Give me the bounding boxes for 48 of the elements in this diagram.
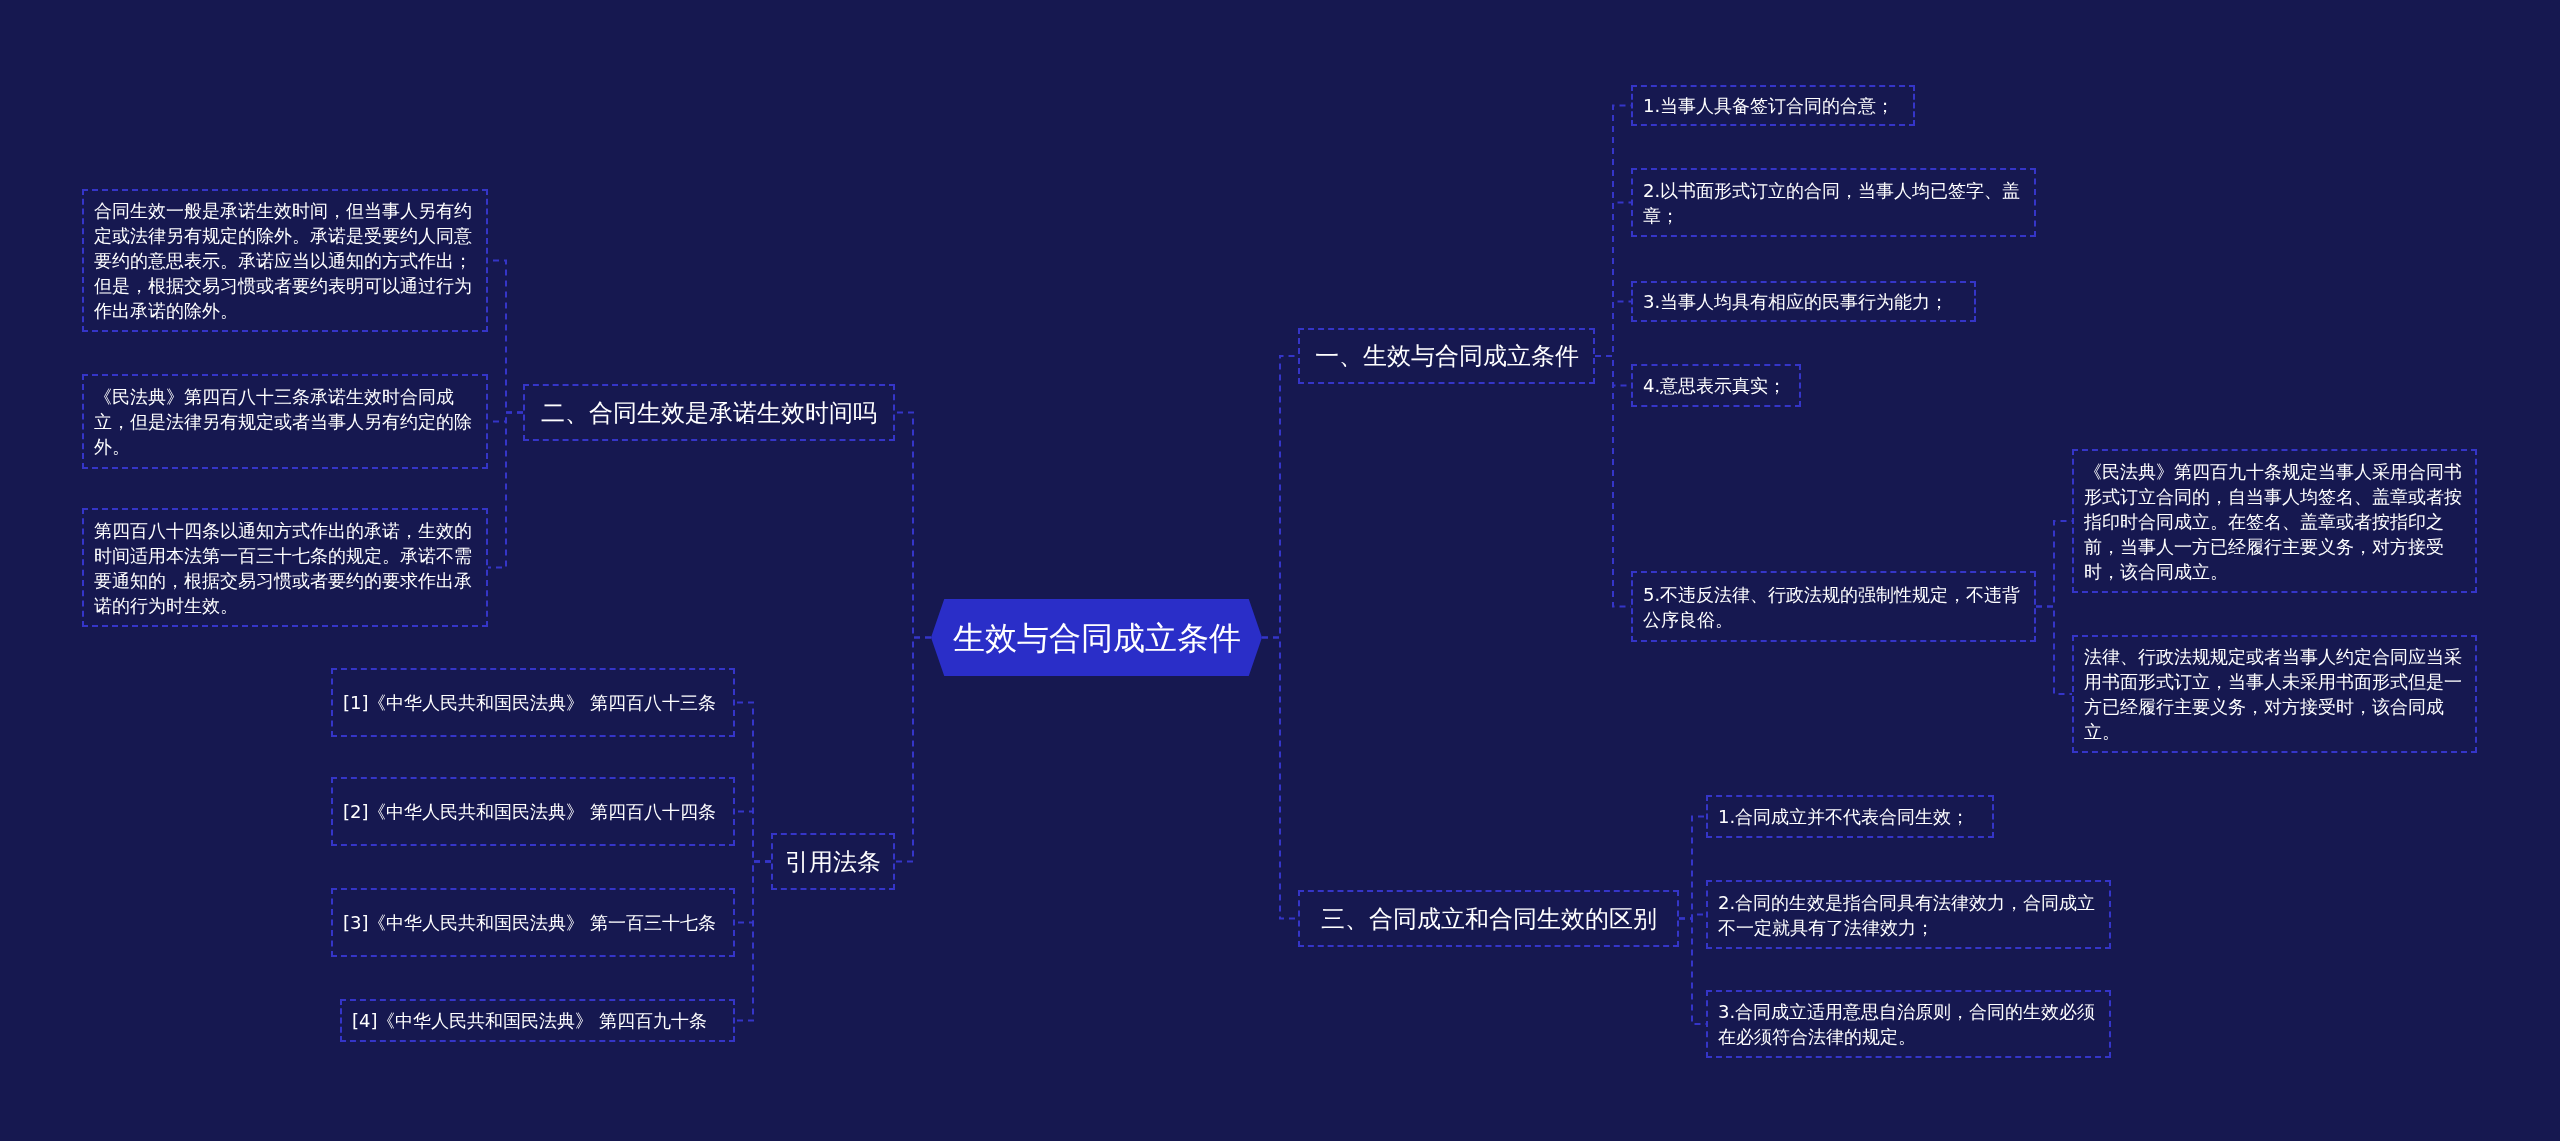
- note-text: [2]《中华人民共和国民法典》 第四百八十四条: [343, 800, 717, 824]
- connector-line: [2035, 605, 2073, 695]
- note-box: [331, 777, 735, 846]
- topic-text: 二、合同生效是承诺生效时间吗: [541, 397, 877, 428]
- note-text: 4.意思表示真实；: [1643, 374, 1787, 398]
- topic-text: 一、生效与合同成立条件: [1314, 341, 1579, 371]
- central-topic-text: 生效与合同成立条件: [952, 617, 1241, 658]
- note-text: 3.合同成立适用意思自治原则，合同的生效必须在必须符合法律的规定。: [1718, 1000, 2097, 1049]
- note-text: 《民法典》第四百八十三条承诺生效时合同成立，但是法律另有规定或者当事人另有约定的除外。: [94, 385, 473, 459]
- note-box: [1631, 168, 2036, 237]
- note-box: [1706, 880, 2111, 949]
- note-text: [3]《中华人民共和国民法典》 第一百三十七条: [343, 911, 717, 935]
- note-text: 合同生效一般是承诺生效时间，但当事人另有约定或法律另有规定的除外。承诺是受要约人同意要约的意思表示。承诺应当以通知的方式作出；但是，根据交易习惯或者要约表明可以通过行为作出承诺的除外。: [94, 199, 473, 323]
- note-box: [331, 668, 735, 737]
- note-box: [1631, 364, 1801, 407]
- note-text: 1.合同成立并不代表合同生效；: [1718, 805, 1970, 829]
- note-box: [1631, 85, 1915, 126]
- note-box: [82, 374, 488, 469]
- note-box: [331, 888, 735, 957]
- note-text: 法律、行政法规规定或者当事人约定合同应当采用书面形式订立，当事人未采用书面形式但是一方已经履行主要义务，对方接受时，该合同成立。: [2084, 645, 2463, 744]
- note-text: 2.以书面形式订立的合同，当事人均已签字、盖章；: [1643, 178, 2022, 228]
- note-box: [1706, 795, 1994, 838]
- note-box: [340, 999, 735, 1042]
- note-box: [82, 189, 488, 332]
- topic-box: [771, 833, 895, 890]
- topic-text: 三、合同成立和合同生效的区别: [1320, 903, 1657, 934]
- note-box: [82, 508, 488, 627]
- note-box: [1631, 281, 1976, 322]
- note-box: [2072, 449, 2477, 593]
- note-text: 第四百八十四条以通知方式作出的承诺，生效的时间适用本法第一百三十七条的规定。承诺不需要通知的，根据交易习惯或者要约的要求作出承诺的行为时生效。: [94, 518, 473, 618]
- note-text: 3.当事人均具有相应的民事行为能力；: [1643, 290, 1949, 314]
- note-text: 5.不违反法律、行政法规的强制性规定，不违背公序良俗。: [1643, 582, 2022, 632]
- connector-line: [487, 411, 524, 569]
- topic-box: [523, 384, 895, 441]
- connector-line: [734, 860, 772, 1022]
- note-text: 《民法典》第四百九十条规定当事人采用合同书形式订立合同的，自当事人均签名、盖章或者按指印时合同成立。在签名、盖章或者按指印之前，当事人一方已经履行主要义务，对方接受时，该合同成立。: [2084, 459, 2463, 584]
- central-topic-hexagon: [931, 599, 1262, 676]
- note-text: [1]《中华人民共和国民法典》 第四百八十三条: [343, 691, 717, 715]
- note-text: 1.当事人具备签订合同的合意；: [1643, 94, 1895, 118]
- note-text: 2.合同的生效是指合同具有法律效力，合同成立不一定就具有了法律效力；: [1718, 890, 2097, 940]
- note-box: [2072, 635, 2477, 753]
- note-box: [1631, 571, 2036, 642]
- topic-box: [1298, 328, 1595, 384]
- note-box: [1706, 990, 2111, 1058]
- topic-box: [1298, 890, 1679, 947]
- topic-text: 引用法条: [785, 846, 881, 877]
- connector-line: [894, 636, 932, 863]
- note-text: [4]《中华人民共和国民法典》 第四百九十条: [352, 1009, 708, 1033]
